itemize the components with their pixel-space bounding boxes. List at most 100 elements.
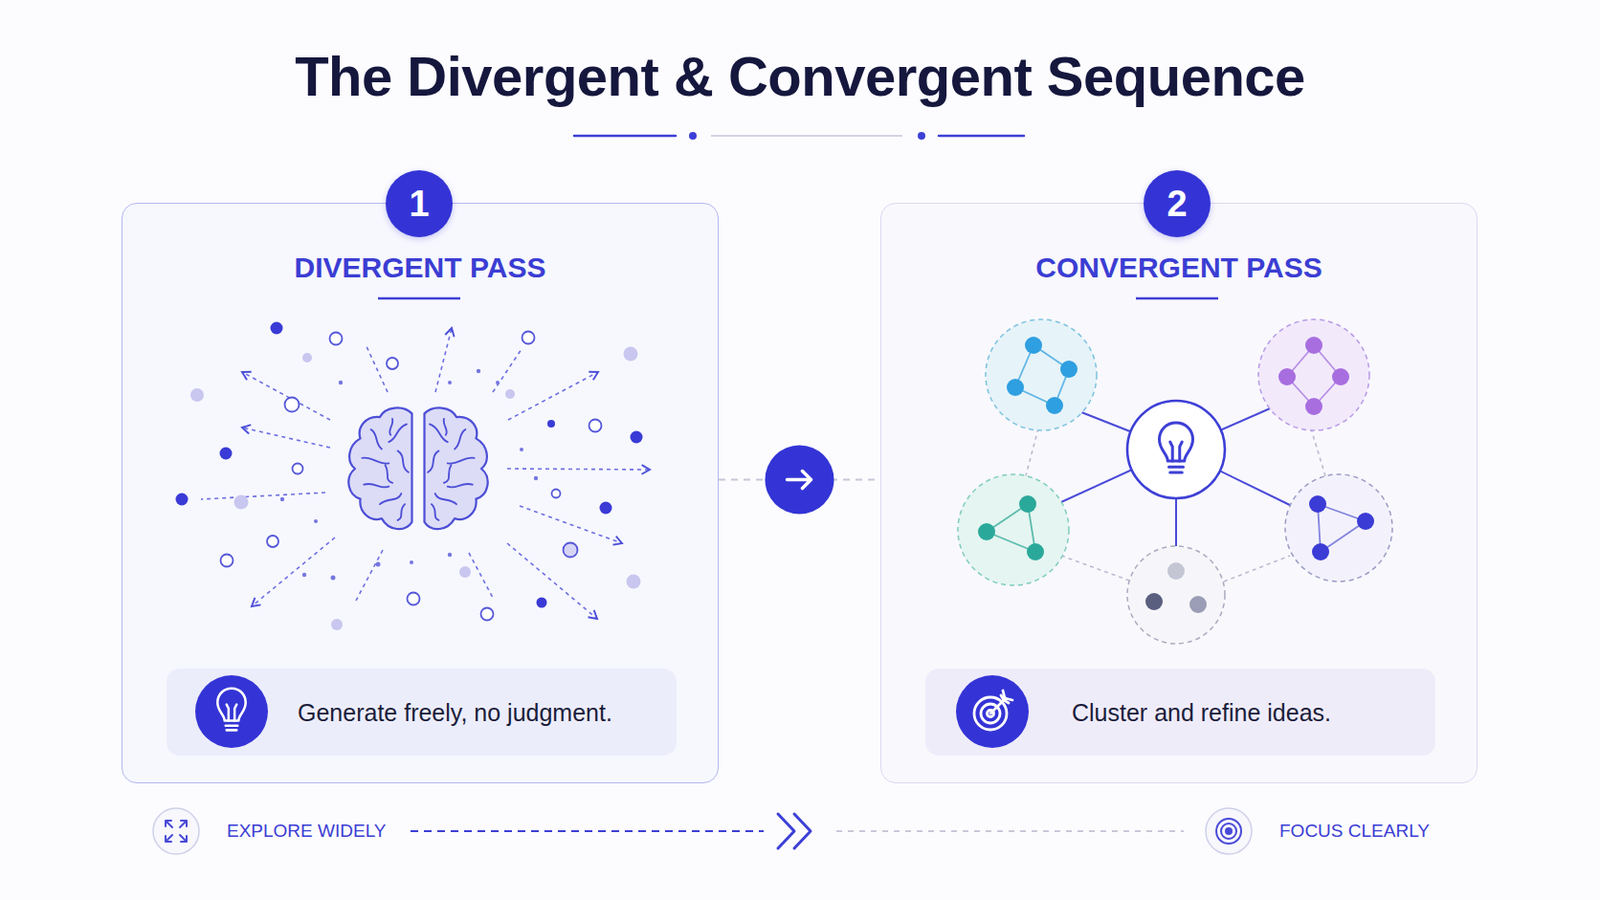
idea-cluster-part-part [1054,369,1069,406]
idea-cluster-part-part [1320,521,1366,553]
cluster-links-part [1223,555,1290,582]
title-divider-part [917,132,926,140]
lightbulb-icon [195,675,268,749]
step-number: 2 [1166,185,1187,223]
focus-icon [1205,808,1252,855]
idea-cluster-part-part [1332,368,1350,386]
target-icon-part [980,704,1000,724]
idea-cluster [957,474,1069,586]
hub-spokes-part [1076,410,1177,450]
summary-text: Cluster and refine ideas. [1071,698,1332,728]
heading-underline-part [377,297,461,301]
idea-cluster-part-part [1287,345,1314,378]
idea-rays-part [365,344,388,393]
idea-cluster-part-part [1045,397,1064,415]
expand-icon-part [179,835,187,843]
idea-rays-part [508,372,599,421]
target-icon-part [955,675,1029,749]
expand-icon-part [165,821,173,828]
idea-dots-part [505,389,515,400]
expand-icon [153,808,200,855]
idea-dots-part-part [407,593,421,606]
idea-cluster-part [1189,596,1207,614]
cluster-links-part [1311,428,1327,480]
idea-cluster-part [1317,504,1366,553]
idea-dots-part [270,322,284,335]
idea-dots-part-part [313,519,318,524]
title-divider-part [938,134,1024,138]
title-divider-part [574,134,676,138]
idea-dots-part [221,332,602,622]
idea-dots-part-part [302,573,307,578]
idea-dots-part [630,431,644,445]
idea-dots [176,322,644,632]
idea-rays-part [242,372,331,421]
summary-text: Generate freely, no judgment. [297,698,613,728]
idea-dots-part-part [533,476,538,481]
idea-cluster-part [977,495,1045,561]
focus-icon-part [1205,808,1252,855]
target-icon-part [1000,690,1013,704]
idea-cluster-part-part [1309,495,1327,513]
brain-icon [348,407,488,530]
step-badge: 1 [385,170,453,238]
idea-cluster [985,319,1097,431]
phase-heading: DIVERGENT PASS [122,250,718,286]
idea-cluster-part-part [1015,345,1034,388]
brain-icon-part [348,407,412,530]
idea-dots-part [302,353,312,363]
idea-cluster [1127,546,1225,645]
idea-dots-part-part [476,369,481,374]
idea-dots-part [600,502,613,515]
hub-circle [1127,400,1225,499]
idea-cluster-part [1258,319,1370,431]
idea-dots-part-part [481,608,494,622]
idea-cluster-part-part [1015,387,1055,406]
idea-dots-part-part [563,543,578,558]
step-number: 1 [408,185,429,223]
idea-rays-part [492,349,522,393]
brain-icon-part [424,407,489,530]
idea-cluster-part-part [1019,495,1037,513]
idea-cluster-part-part [1317,504,1321,553]
heading-underline [377,298,1219,300]
idea-dots-part-part [330,333,343,346]
idea-dots-part [176,493,189,507]
hub-spokes-part [1050,449,1177,508]
cluster-links-part [1061,555,1133,582]
progress-line-part [836,830,1184,833]
idea-rays-part [468,553,493,599]
idea-cluster-part [986,504,1036,553]
expand-icon-part [153,808,200,855]
idea-cluster-part-part [1006,378,1024,397]
idea-dots-part [626,575,642,590]
progress-line-part [410,830,764,833]
phase-panel: DIVERGENT PASS1Generate freely, no judgm… [121,202,719,784]
idea-cluster-part [1167,562,1185,580]
idea-cluster-part [1309,495,1375,561]
idea-cluster-part [1015,345,1069,406]
idea-dots-part-part [331,576,336,581]
phase-tagline: FOCUS CLEARLY [1279,820,1430,844]
target-icon-part [974,697,1007,731]
arrow-button [765,445,835,515]
title-divider [574,132,1024,140]
focus-icon-part [1216,819,1242,845]
idea-dots-part [190,388,204,402]
progress-line [410,814,1184,849]
idea-rays-part [435,328,452,393]
focus-icon-part [1225,828,1232,835]
idea-dots-part [623,347,639,362]
idea-cluster-part-part [986,504,1028,533]
cluster-links [1024,428,1327,582]
flow-connector [718,445,881,515]
idea-dots-part-part [280,497,285,502]
idea-cluster-part [1285,474,1393,582]
idea-cluster [1258,319,1370,431]
idea-dots-part [234,495,249,511]
idea-dots-part-part [338,380,343,385]
idea-dots-part-part [519,447,524,452]
idea-cluster-part-part [1027,504,1036,553]
